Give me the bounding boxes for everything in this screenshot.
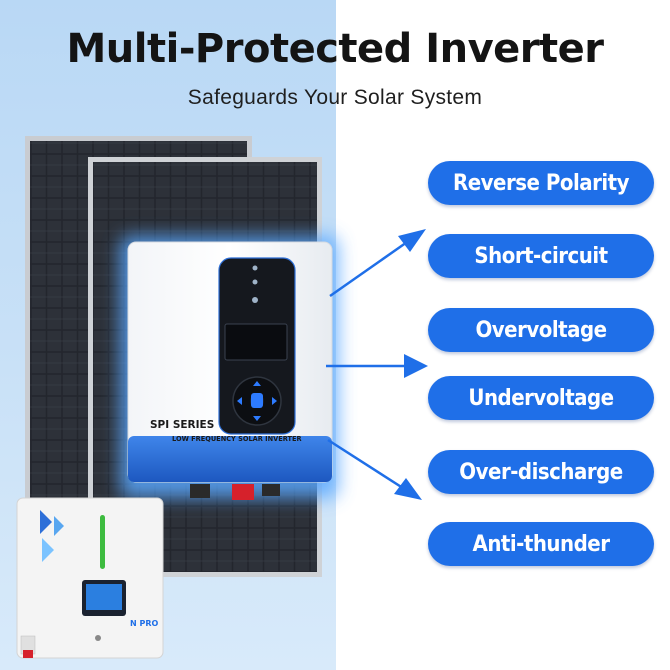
- feature-badge-short-circuit: Short-circuit: [428, 234, 654, 278]
- lithium-battery: [16, 497, 164, 659]
- inverter-series-label: SPI SERIES: [150, 419, 214, 431]
- inverter-model-label: LOW FREQUENCY SOLAR INVERTER: [172, 435, 302, 443]
- inverter-blue-base: [128, 436, 332, 482]
- battery-brand-label: N PRO: [130, 619, 159, 628]
- feature-badge-over-discharge: Over-discharge: [428, 450, 654, 494]
- inverter-lcd-screen: [224, 323, 288, 361]
- feature-badge-overvoltage: Overvoltage: [428, 308, 654, 352]
- feature-badge-reverse-polarity: Reverse Polarity: [428, 161, 654, 205]
- inverter-unit: [127, 241, 333, 500]
- battery-level-indicator: [100, 515, 105, 569]
- feature-badge-anti-thunder: Anti-thunder: [428, 522, 654, 566]
- arrow-middle: [326, 354, 428, 378]
- page-subtitle: Safeguards Your Solar System: [187, 86, 483, 109]
- arrow-up: [329, 229, 426, 298]
- arrow-down: [327, 438, 422, 500]
- page-title: Multi-Protected Inverter: [66, 26, 604, 72]
- feature-badge-undervoltage: Undervoltage: [428, 376, 654, 420]
- red-terminal: [232, 484, 254, 500]
